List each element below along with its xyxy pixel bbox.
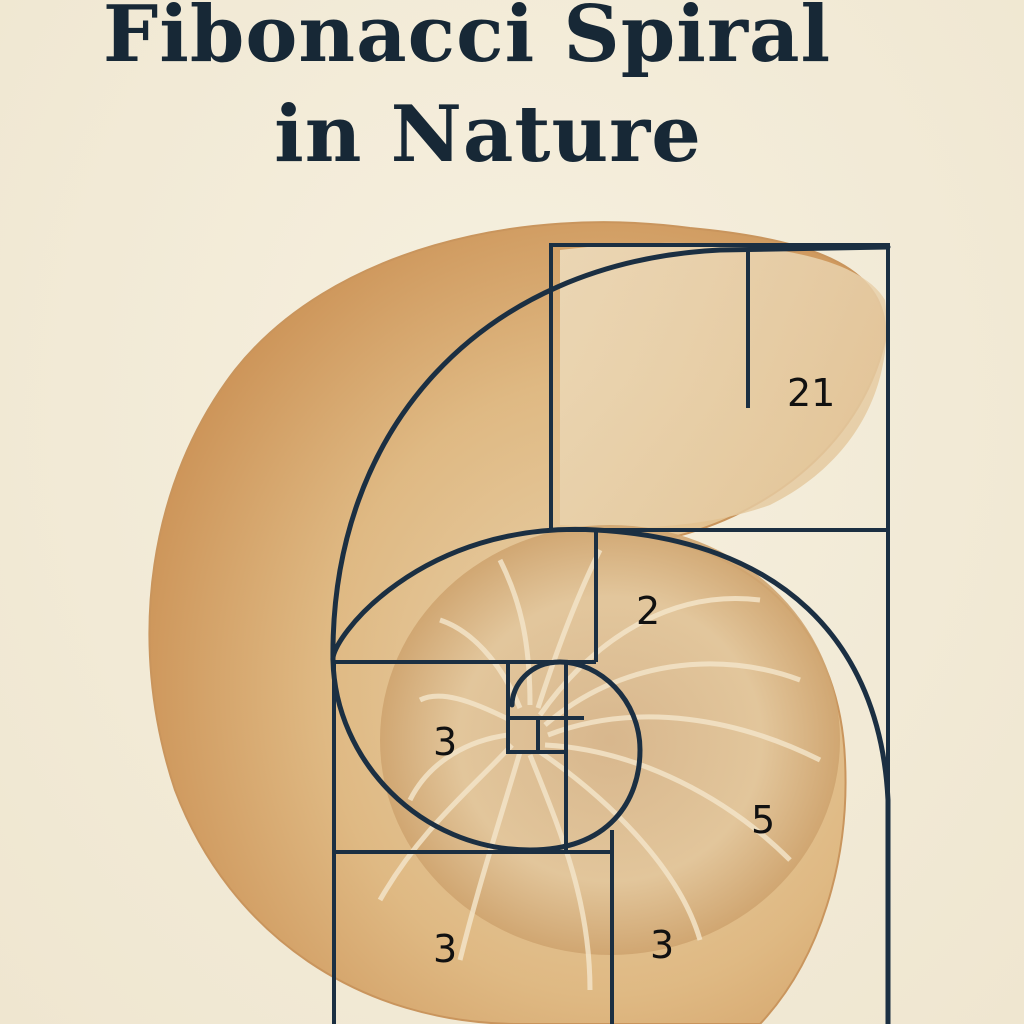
- label-5: 5: [751, 798, 775, 842]
- title-line-2: in Nature: [274, 89, 702, 180]
- label-3-bottom-mid: 3: [650, 923, 674, 967]
- shell-aperture: [560, 242, 887, 528]
- fibonacci-spiral-outer: [330, 244, 891, 663]
- chamber-septa: [377, 548, 822, 991]
- label-21: 21: [787, 371, 835, 415]
- title-line-1: Fibonacci Spiral: [102, 0, 832, 80]
- label-3-left: 3: [433, 720, 457, 764]
- label-2: 2: [636, 589, 660, 633]
- label-3-bottom-left: 3: [433, 927, 457, 971]
- fibonacci-spiral: [330, 526, 891, 1024]
